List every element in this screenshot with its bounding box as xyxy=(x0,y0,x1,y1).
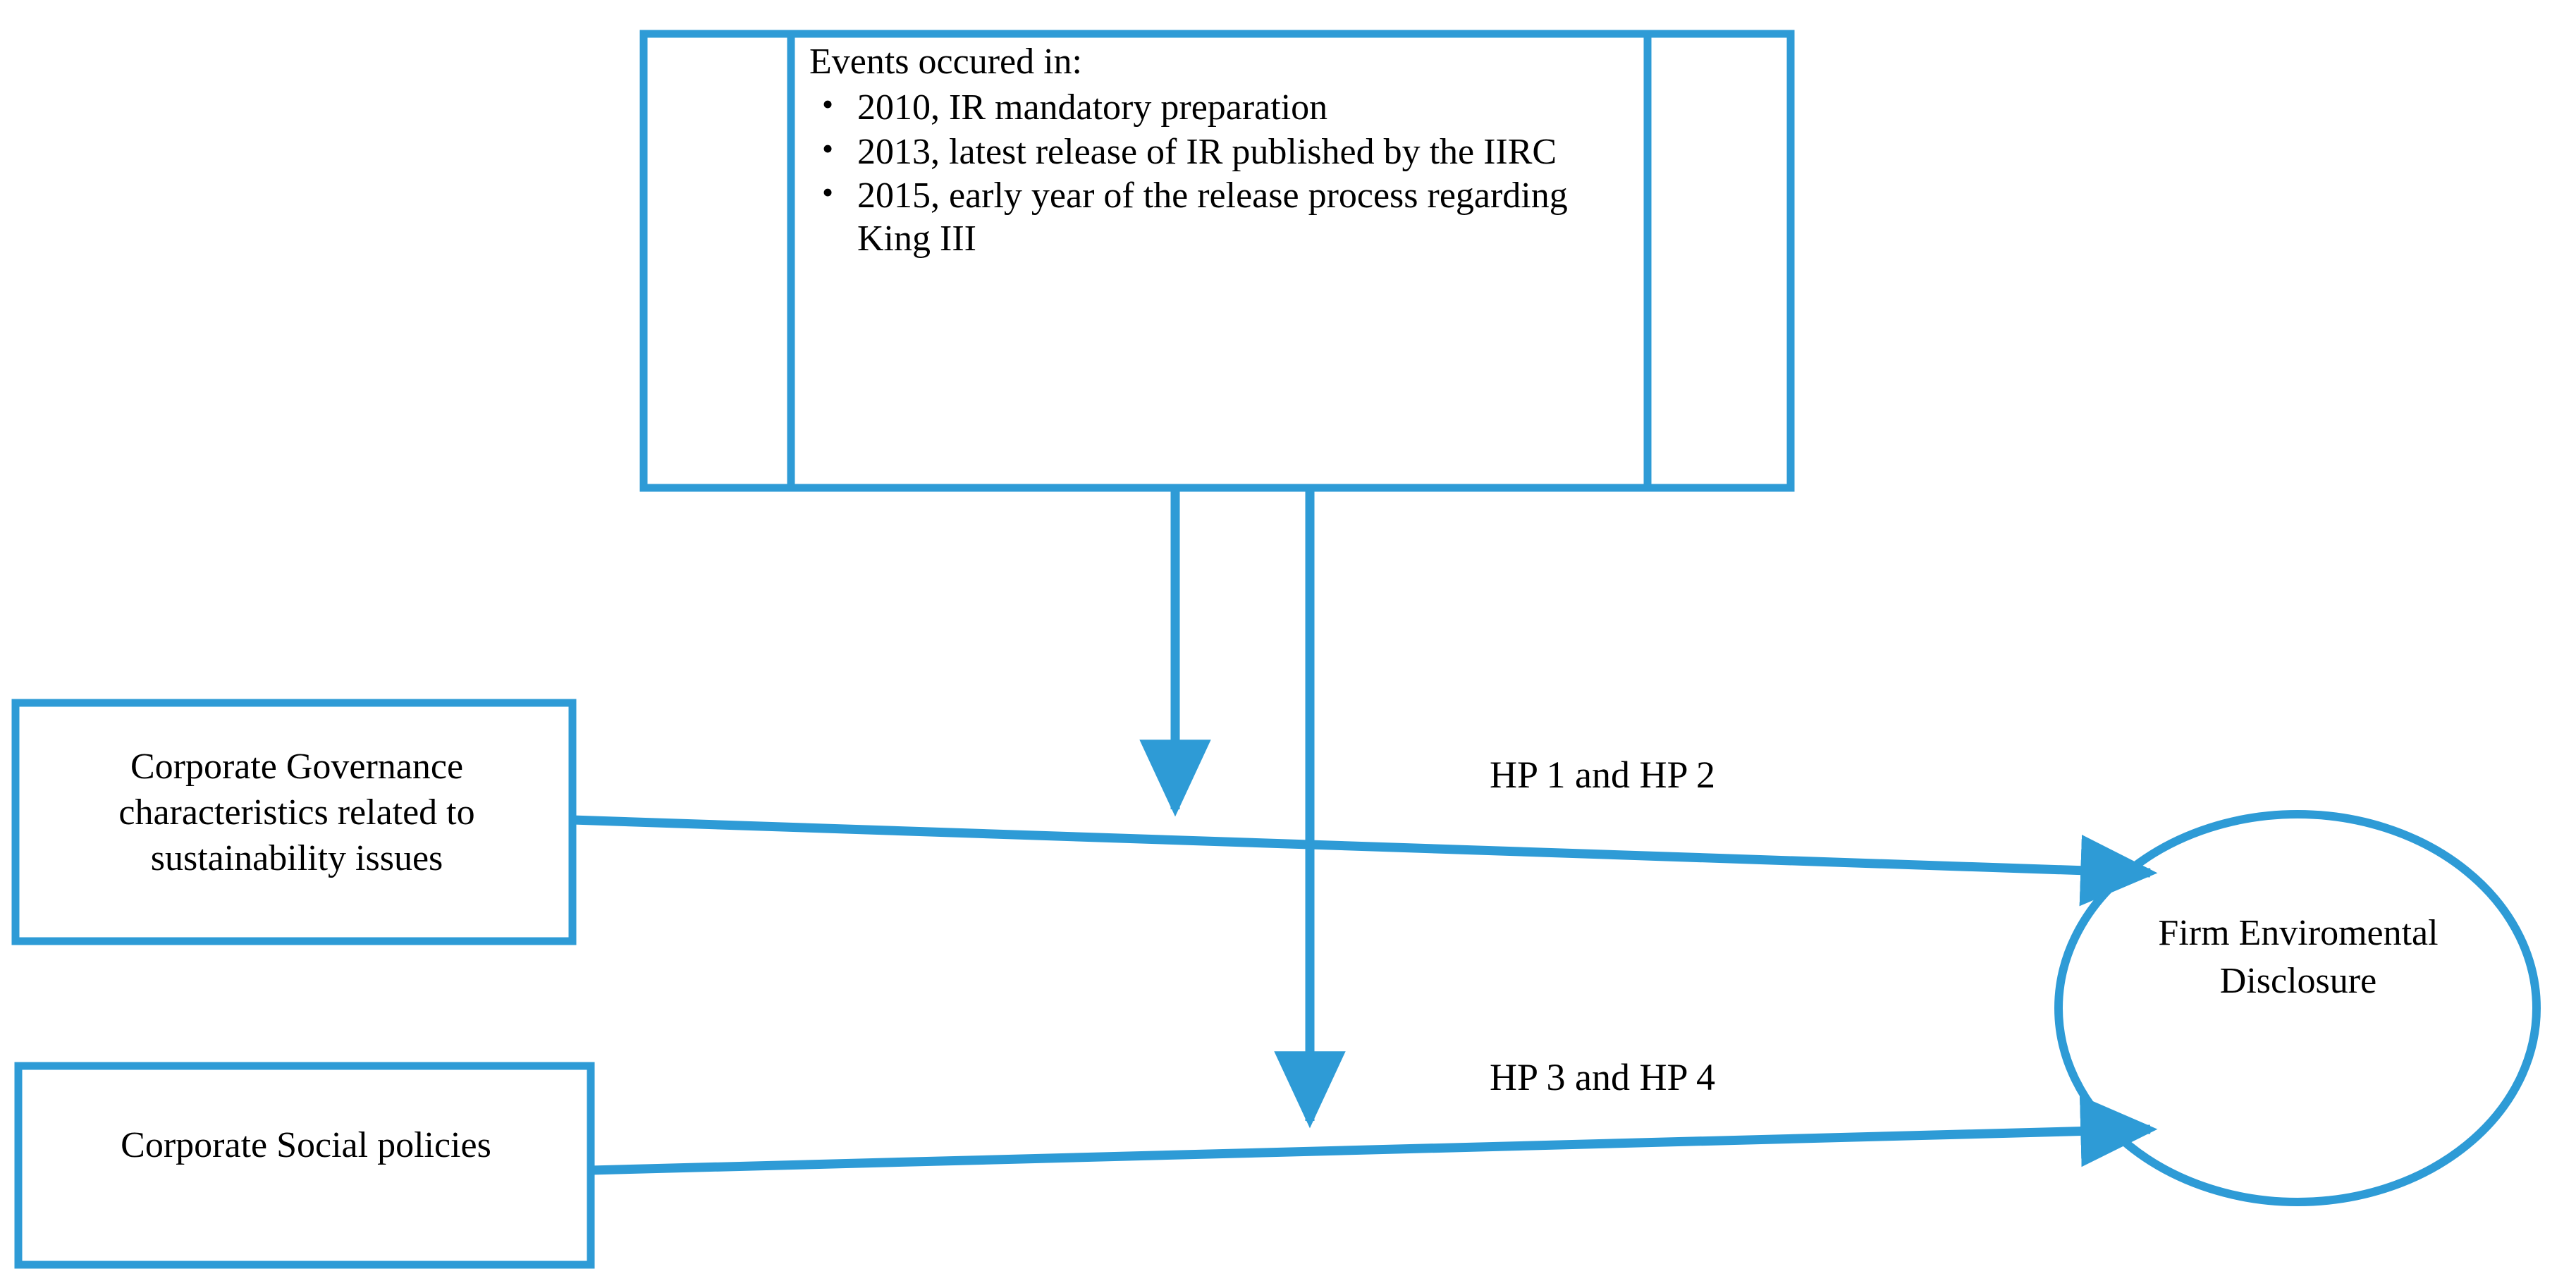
bullet-icon: • xyxy=(822,130,834,166)
bullet-icon: • xyxy=(822,174,834,211)
hp-1-2-arrow xyxy=(572,815,2158,907)
list-item: • 2010, IR mandatory preparation xyxy=(809,85,1627,130)
events-table-outer-border xyxy=(639,30,1795,492)
outcome-ellipse-label: Firm Enviromental Disclosure xyxy=(2158,913,2439,1001)
list-item-label: 2013, latest release of IR published by … xyxy=(857,131,1557,172)
list-item-label: 2010, IR mandatory preparation xyxy=(857,87,1328,128)
events-table-frame xyxy=(639,30,1795,492)
list-item: • 2013, latest release of IR published b… xyxy=(809,130,1627,174)
events-table-content-cell: Events occured in: • 2010, IR mandatory … xyxy=(809,41,1627,262)
governance-box-label: Corporate Governance characteristics rel… xyxy=(118,747,475,878)
social-box xyxy=(14,1062,595,1269)
hp-1-2-edge-label: HP 1 and HP 2 xyxy=(1490,754,1716,796)
events-bullet-list: • 2010, IR mandatory preparation • 2013,… xyxy=(809,85,1627,261)
list-item: • 2015, early year of the release proces… xyxy=(809,174,1627,261)
hp-3-4-edge-label: HP 3 and HP 4 xyxy=(1490,1056,1716,1098)
social-box-label: Corporate Social policies xyxy=(121,1125,491,1165)
hp-3-4-arrow xyxy=(590,1095,2158,1175)
bullet-icon: • xyxy=(822,85,834,122)
outcome-ellipse xyxy=(2054,810,2541,1206)
list-item-label: 2015, early year of the release process … xyxy=(857,176,1568,259)
events-heading: Events occured in: xyxy=(809,42,1082,82)
